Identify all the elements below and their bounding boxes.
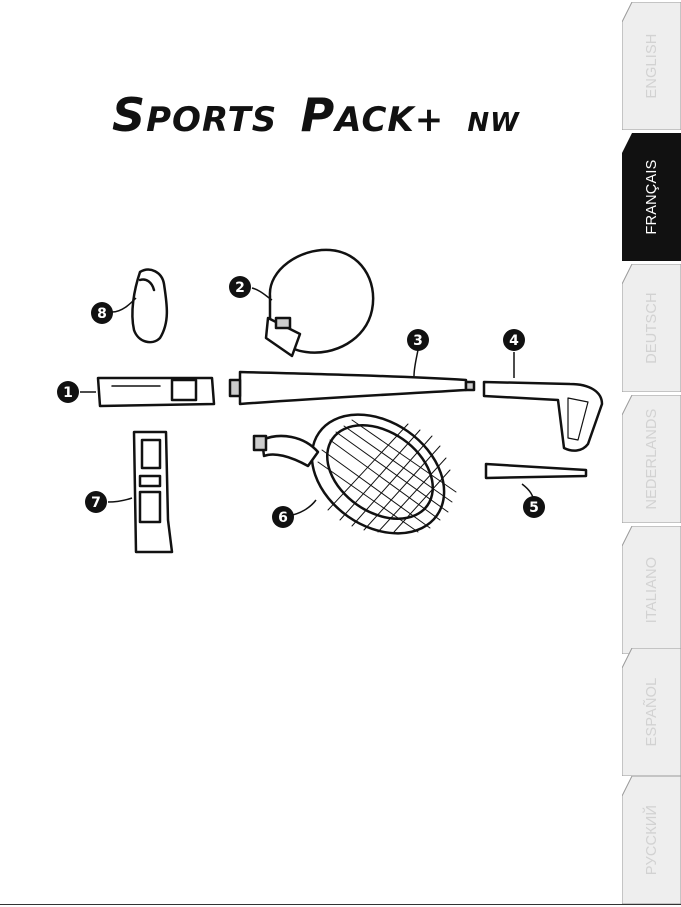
language-tabs: ENGLISH FRANÇAIS DEUTSCH NEDERLANDS ITAL… <box>622 0 681 907</box>
tab-nederlands-label: NEDERLANDS <box>644 408 660 509</box>
bottom-rule <box>0 904 681 905</box>
tab-deutsch-label: DEUTSCH <box>644 292 660 364</box>
accessories-illustration: 1 2 3 4 5 6 7 8 <box>0 0 620 907</box>
racket-item <box>254 390 467 558</box>
tab-italiano-label: ITALIANO <box>644 557 660 624</box>
callout-5-label: 5 <box>529 500 539 516</box>
tab-russian[interactable]: РУССКИЙ <box>622 776 681 904</box>
callout-6-label: 6 <box>278 510 288 526</box>
nunchuk-cover-item <box>132 270 166 343</box>
tab-espanol[interactable]: ESPAÑOL <box>622 648 681 776</box>
tab-italiano[interactable]: ITALIANO <box>622 526 681 654</box>
golf-shaft-item <box>240 372 466 404</box>
callout-4-label: 4 <box>509 333 519 349</box>
callout-2-label: 2 <box>235 280 245 296</box>
callout-7-label: 7 <box>91 495 101 511</box>
callout-1-label: 1 <box>63 385 73 401</box>
callout-8-label: 8 <box>97 306 107 322</box>
tab-english-label: ENGLISH <box>644 33 660 98</box>
tab-russian-label: РУССКИЙ <box>644 805 660 875</box>
tab-francais-label: FRANÇAIS <box>644 160 660 235</box>
callout-3-label: 3 <box>413 333 423 349</box>
tab-english[interactable]: ENGLISH <box>622 2 681 130</box>
tab-francais[interactable]: FRANÇAIS <box>622 133 681 261</box>
tab-deutsch[interactable]: DEUTSCH <box>622 264 681 392</box>
stick-item <box>486 464 586 478</box>
tab-espanol-label: ESPAÑOL <box>644 678 660 747</box>
tab-nederlands[interactable]: NEDERLANDS <box>622 395 681 523</box>
